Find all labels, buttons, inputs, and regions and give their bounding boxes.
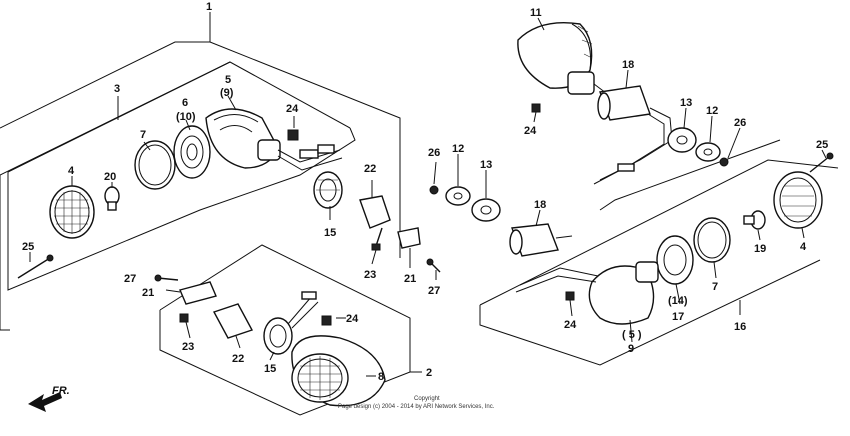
- callout-22-lower: 22: [232, 353, 244, 365]
- callout-18-center: 18: [534, 199, 546, 211]
- callout-labels: 1 2 3 4 4 5 (9) ( 5 ) 6 (10) 7 7 8 9 11 …: [22, 1, 828, 383]
- callout-18-upper: 18: [622, 59, 634, 71]
- bolt-27-upper: [426, 258, 441, 273]
- callout-7-left: 7: [140, 129, 146, 141]
- assembly-brackets: [0, 12, 839, 416]
- callout-23-upper: 23: [364, 269, 376, 281]
- collar-26-center: [429, 185, 439, 195]
- callout-26-center: 26: [428, 147, 440, 159]
- callout-26-right: 26: [734, 117, 746, 129]
- socket-15-upper: [313, 171, 343, 209]
- copyright: Copyright Page design (c) 2004 - 2014 by…: [338, 396, 495, 410]
- bulb-19: [743, 210, 766, 230]
- spacer-12-center: [445, 186, 471, 206]
- front-direction-arrow: FR.: [28, 385, 70, 412]
- bolt-23-lower: [179, 313, 189, 323]
- stay-22-upper: [359, 195, 391, 229]
- grommet-13-center: [471, 198, 501, 222]
- callout-15-upper: 15: [324, 227, 336, 239]
- callout-25-left: 25: [22, 241, 34, 253]
- screw-25-right: [809, 152, 834, 173]
- callout-6-paren: (10): [176, 111, 196, 123]
- callout-21-upper: 21: [404, 273, 416, 285]
- turn-signal-housing-lower: [291, 335, 386, 407]
- rim-6-upper-left: [173, 125, 211, 179]
- bolt-27-lower: [154, 274, 179, 282]
- callout-4-left: 4: [68, 165, 75, 177]
- callout-5-paren: (9): [220, 87, 234, 99]
- turn-signal-housing-upper-right: [517, 22, 611, 97]
- callout-2: 2: [426, 367, 432, 379]
- bracket-21-lower: [179, 281, 217, 305]
- callout-20: 20: [104, 171, 116, 183]
- bolt-23-upper: [371, 227, 383, 251]
- callout-9: 9: [628, 343, 634, 355]
- rim-17-right: [656, 235, 694, 285]
- callout-12-right: 12: [706, 105, 718, 117]
- callout-16: 16: [734, 321, 746, 333]
- callout-11: 11: [530, 7, 542, 19]
- front-arrow-label: FR.: [52, 385, 70, 397]
- nut-24-upper-left: [287, 129, 299, 141]
- ring-7-right: [693, 217, 731, 263]
- callout-14-paren: (14): [668, 295, 688, 307]
- ring-7-upper-left: [134, 140, 176, 190]
- nut-24-lower-right: [565, 291, 575, 301]
- callout-15-lower: 15: [264, 363, 276, 375]
- stay-22-lower: [212, 303, 254, 339]
- callout-24-lower-left: 24: [346, 313, 359, 325]
- turn-signal-housing-lower-right: [515, 261, 659, 325]
- callout-22-upper: 22: [364, 163, 376, 175]
- callout-5-paren-right: ( 5 ): [622, 329, 642, 341]
- callout-24-lower-right: 24: [564, 319, 577, 331]
- callout-27-upper: 27: [428, 285, 440, 297]
- lens-4-upper-left: [49, 185, 95, 239]
- callout-24-upper-right: 24: [524, 125, 537, 137]
- callout-8: 8: [378, 371, 384, 383]
- callout-23-lower: 23: [182, 341, 194, 353]
- grommet-13-right: [667, 127, 697, 153]
- callout-12-center: 12: [452, 143, 464, 155]
- callout-25-right: 25: [816, 139, 828, 151]
- callout-3: 3: [114, 83, 120, 95]
- callout-5: 5: [225, 74, 231, 86]
- copyright-line-1: Copyright: [414, 396, 440, 402]
- callout-7-right: 7: [712, 281, 718, 293]
- callout-4-right: 4: [800, 241, 807, 253]
- turn-signal-housing-upper-left: [205, 108, 343, 171]
- spacer-12-right: [695, 142, 721, 162]
- nut-24-lower-left: [321, 315, 332, 326]
- callout-21-lower: 21: [142, 287, 154, 299]
- bracket-21-upper: [397, 227, 421, 249]
- socket-15-lower: [263, 291, 319, 355]
- callout-24-upper-left: 24: [286, 103, 299, 115]
- relay-18-center: [509, 223, 573, 257]
- copyright-line-2: Page design (c) 2004 - 2014 by ARI Netwo…: [338, 404, 495, 410]
- collar-26-right: [719, 157, 729, 167]
- callout-17: 17: [672, 311, 684, 323]
- lens-4-right: [773, 171, 823, 229]
- screw-25-upper-left: [17, 254, 54, 279]
- bulb-20: [104, 186, 120, 211]
- nut-24-upper-right: [531, 103, 541, 113]
- callout-13-right: 13: [680, 97, 692, 109]
- callout-13-center: 13: [480, 159, 492, 171]
- callout-27-lower: 27: [124, 273, 136, 285]
- callout-19: 19: [754, 243, 766, 255]
- relay-18-upper: [593, 85, 673, 185]
- leader-lines: [29, 17, 827, 377]
- callout-1: 1: [206, 1, 212, 13]
- callout-6: 6: [182, 97, 188, 109]
